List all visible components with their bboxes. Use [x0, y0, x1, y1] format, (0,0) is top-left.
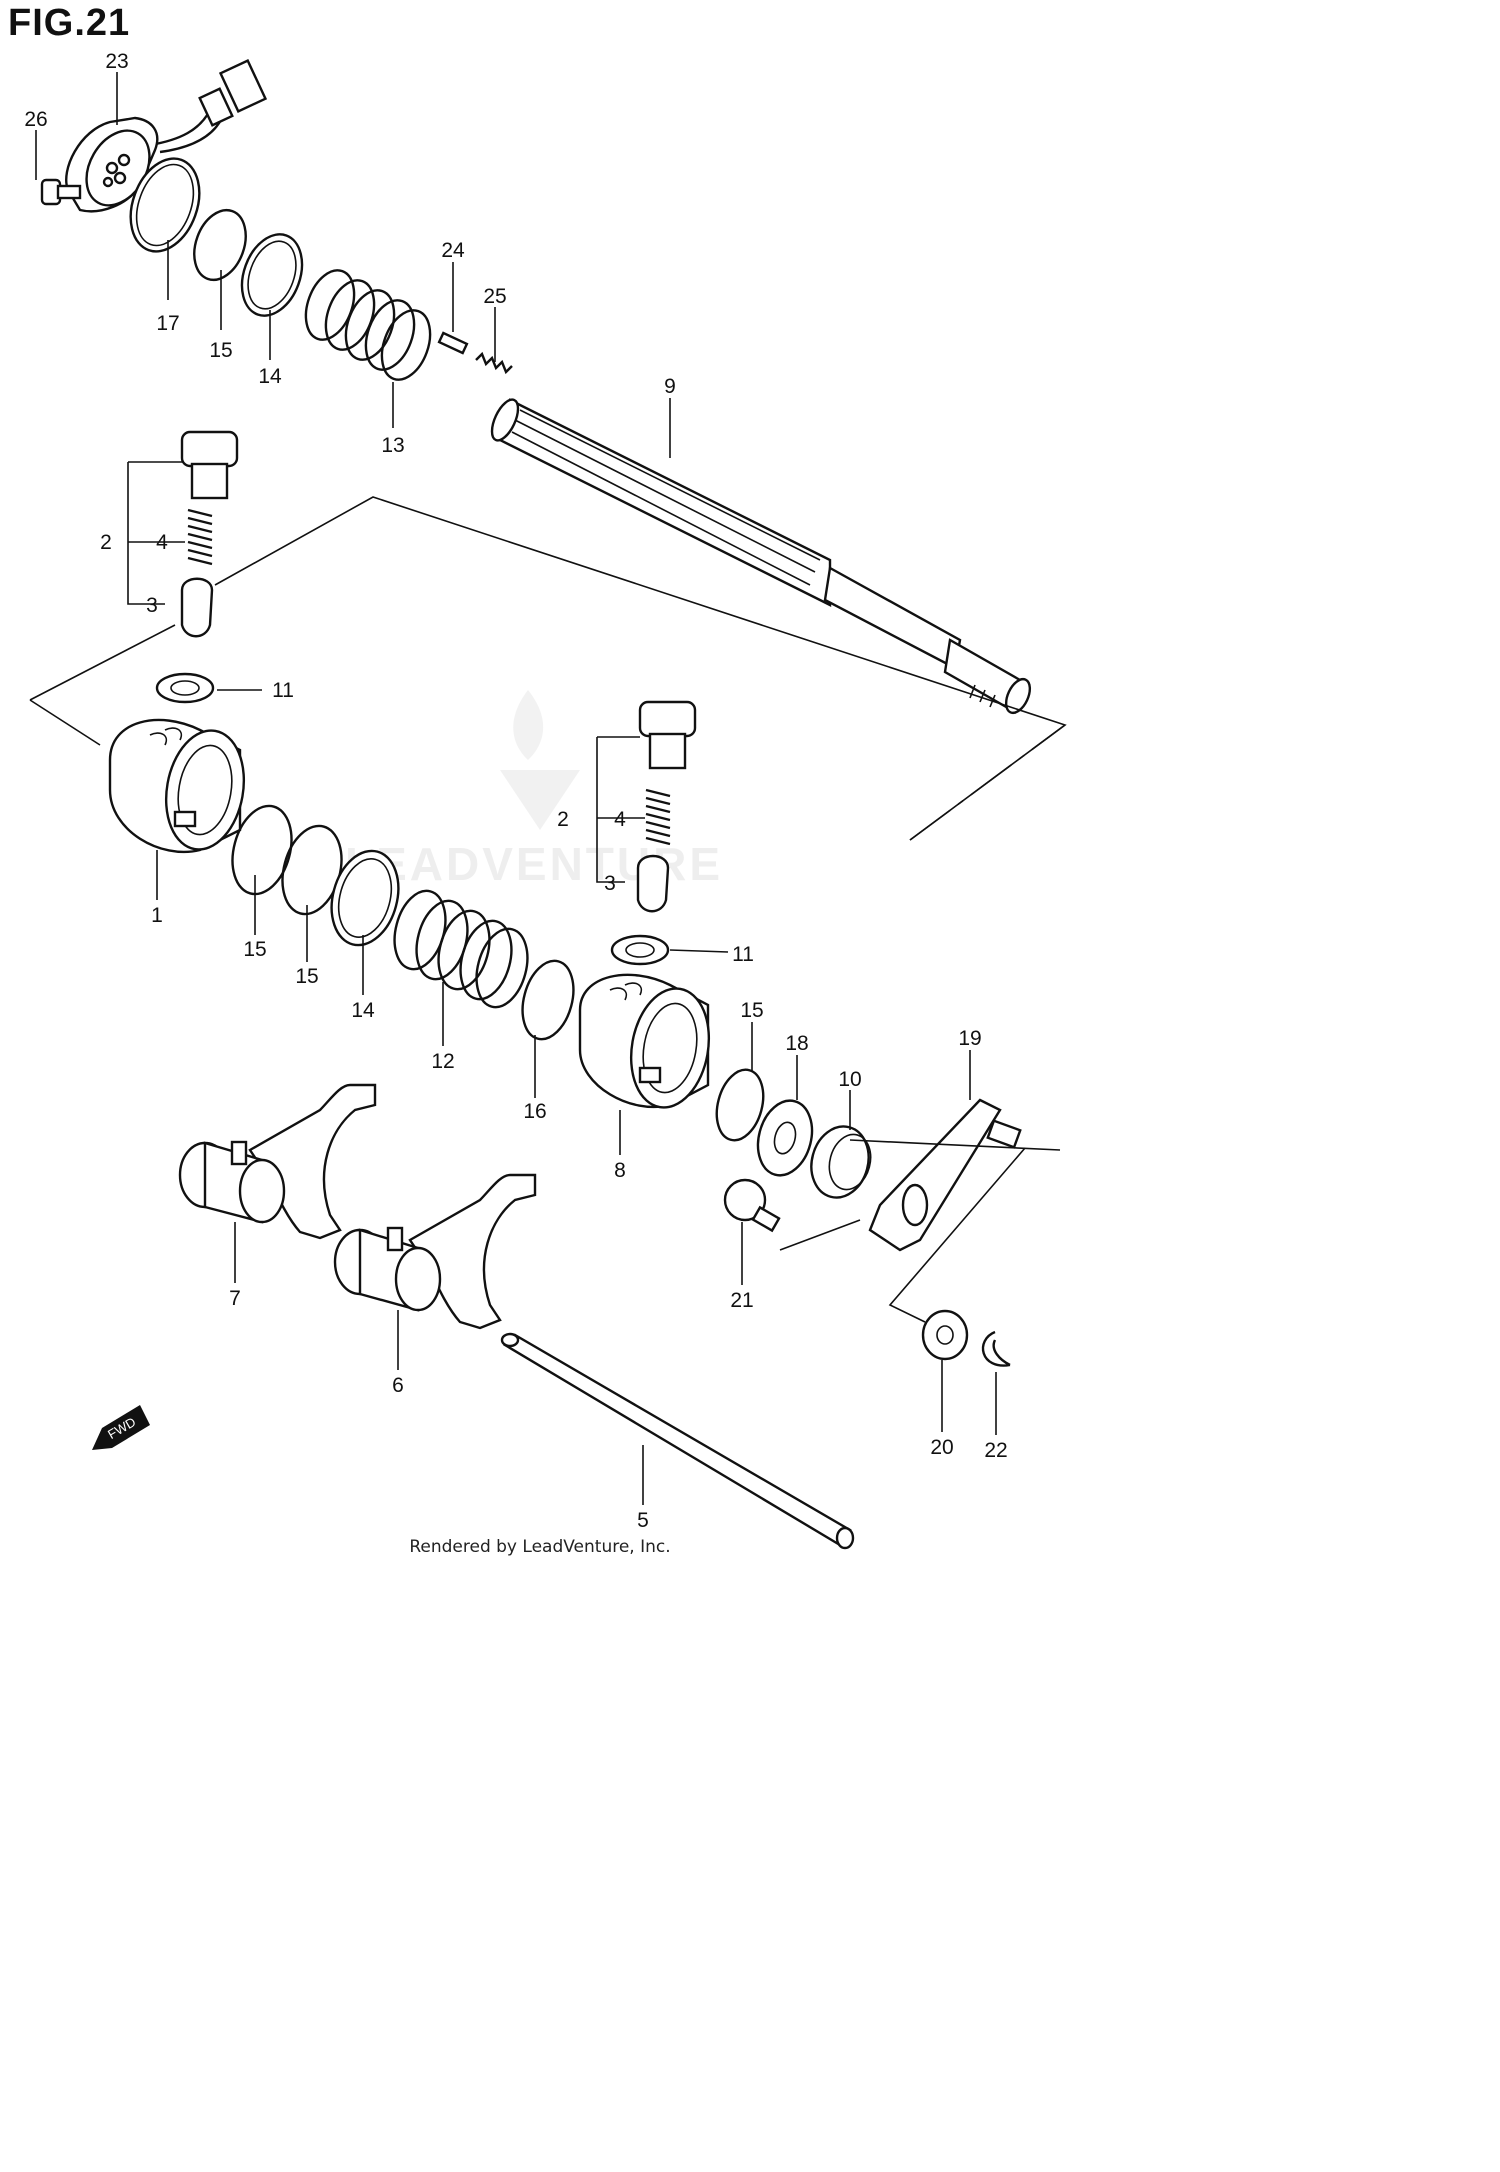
part-21-bolt [723, 1178, 781, 1233]
callout-4-upper: 4 [156, 531, 168, 554]
fwd-arrow-icon: FWD [92, 1405, 150, 1450]
callout-14-lower: 14 [351, 999, 375, 1022]
part-1-shift-cam-left [108, 718, 246, 854]
callout-16: 16 [523, 1100, 546, 1123]
part-25-spring-small [475, 351, 513, 375]
callout-15-mid-a: 15 [243, 938, 266, 961]
callout-20: 20 [930, 1436, 953, 1459]
part-24-pin [437, 331, 469, 355]
part-22-e-clip [981, 1330, 1011, 1367]
callout-numbers: 23 26 17 15 14 13 24 25 9 2 4 3 11 1 15 … [24, 50, 1007, 1532]
part-10-bearing [810, 1125, 872, 1199]
flame-icon [513, 690, 544, 760]
part-4-spring-upper [187, 508, 213, 566]
callout-23: 23 [105, 50, 128, 73]
callout-19: 19 [958, 1027, 981, 1050]
part-15-circlip-right [715, 1068, 765, 1142]
part-4-spring-lower [645, 788, 671, 846]
part-12-spring-lower [393, 889, 529, 1009]
callout-6: 6 [392, 1374, 404, 1397]
part-26-bolt [40, 178, 82, 206]
part-11-washer-lower [610, 934, 670, 966]
part-9-gearshift-shaft [490, 398, 1032, 715]
parts-diagram: FIG.21 .p{fill:#fff;stroke:#111;stroke-w… [8, 2, 1067, 1557]
part-7-shift-fork [178, 1083, 377, 1240]
exploded-view: .p{fill:#fff;stroke:#111;stroke-width:2.… [24, 50, 1067, 1550]
part-15-circlip-mid-a [231, 804, 293, 896]
callout-17: 17 [156, 312, 179, 335]
part-3-plunger-upper [180, 577, 214, 638]
part-20-washer [921, 1309, 969, 1361]
part-23-gear-position-sensor [65, 59, 268, 213]
figure-title: FIG.21 [8, 2, 131, 44]
part-11-washer-upper [155, 672, 215, 704]
leader-lines [35, 72, 997, 1505]
part-13-spring-upper [304, 269, 432, 381]
v-mark-icon [500, 770, 580, 830]
callout-26: 26 [24, 108, 47, 131]
part-3-plunger-lower [636, 854, 670, 913]
callout-9: 9 [664, 375, 676, 398]
part-16-circlip [521, 959, 575, 1041]
callout-7: 7 [229, 1287, 241, 1310]
part-15-circlip-upper [193, 208, 247, 282]
callout-8: 8 [614, 1159, 626, 1182]
callout-14-upper: 14 [258, 365, 282, 388]
callout-1: 1 [151, 904, 163, 927]
callout-5: 5 [637, 1509, 649, 1532]
callout-15-right: 15 [740, 999, 763, 1022]
callout-11-lower: 11 [732, 943, 754, 966]
callout-15-mid-b: 15 [295, 965, 318, 988]
callout-24: 24 [441, 239, 465, 262]
part-5-fork-shaft [500, 1332, 855, 1550]
assembly-outline [29, 461, 1067, 1323]
callout-12: 12 [431, 1050, 454, 1073]
callout-11-upper: 11 [272, 679, 294, 702]
part-14-washer-upper [240, 233, 304, 317]
callout-15-upper: 15 [209, 339, 232, 362]
callout-4-lower: 4 [614, 808, 626, 831]
callout-25: 25 [483, 285, 506, 308]
part-2-stopper-bolt-lower [638, 700, 697, 770]
callout-13: 13 [381, 434, 404, 457]
part-2-stopper-bolt-upper [180, 430, 239, 500]
footer-credit: Rendered by LeadVenture, Inc. [409, 1537, 671, 1557]
callout-10: 10 [838, 1068, 861, 1091]
callout-21: 21 [730, 1289, 753, 1312]
part-8-shift-cam-right [578, 973, 711, 1109]
callout-22: 22 [984, 1439, 1007, 1462]
part-6-shift-fork [333, 1173, 537, 1330]
callout-2-upper: 2 [100, 531, 112, 554]
callout-3-lower: 3 [604, 872, 616, 895]
callout-3-upper: 3 [146, 594, 158, 617]
part-19-shift-lever [868, 1098, 1022, 1252]
callout-2-lower: 2 [557, 808, 569, 831]
part-18-washer [756, 1099, 814, 1177]
callout-18: 18 [785, 1032, 808, 1055]
